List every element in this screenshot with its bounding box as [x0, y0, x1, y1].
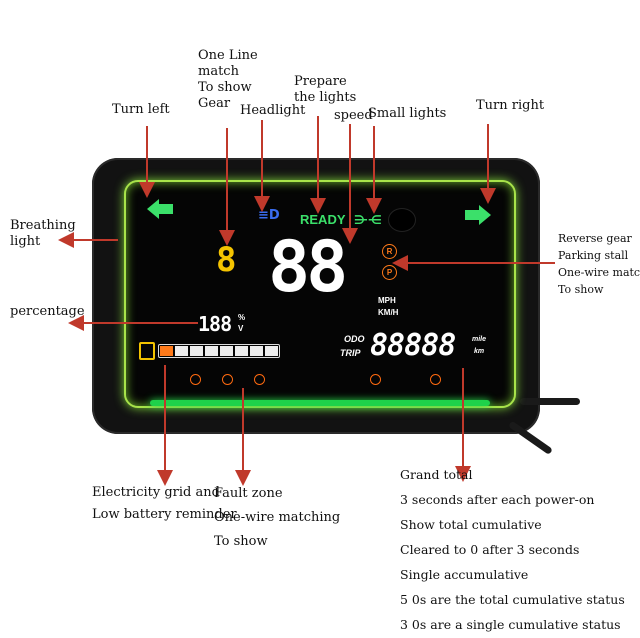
- battery-segment: [235, 346, 248, 356]
- odometer-digits: 88888: [370, 328, 456, 363]
- label-turn-right: Turn right: [476, 98, 545, 113]
- ready-indicator: READY: [300, 212, 346, 227]
- percentage-digits: 188: [198, 312, 232, 336]
- unit-km: km: [474, 348, 485, 355]
- small-lights-icon: ⋺⋲: [354, 213, 382, 227]
- lcd-screen: [124, 180, 516, 408]
- label-small-lights: Small lights: [368, 106, 447, 121]
- battery-segment: [190, 346, 203, 356]
- reverse-gear-icon: R: [382, 244, 397, 259]
- parking-icon: P: [382, 265, 397, 280]
- trip-label: TRIP: [340, 348, 361, 358]
- percent-sign: %: [238, 313, 246, 322]
- battery-segment: [160, 346, 173, 356]
- fault-icon: [254, 374, 265, 385]
- battery-segment: [175, 346, 188, 356]
- fault-icon: [190, 374, 201, 385]
- unit-mile: mile: [472, 336, 487, 343]
- label-reverse-parking: Reverse gear Parking stall One-wire matc…: [558, 232, 640, 296]
- turn-right-arrow-icon: [465, 205, 491, 225]
- headlight-icon: ≡D: [258, 208, 280, 223]
- speed-digits: 88: [268, 226, 348, 308]
- breathing-light-strip: [150, 400, 490, 406]
- unit-mph: MPH: [378, 296, 396, 305]
- label-percentage: percentage: [10, 304, 85, 319]
- battery-segment: [265, 346, 278, 356]
- label-electricity: Electricity grid and Low battery reminde…: [92, 485, 237, 522]
- cable: [520, 398, 580, 405]
- light-sensor: [388, 208, 416, 232]
- label-grand-total: Grand total 3 seconds after each power-o…: [400, 467, 625, 632]
- fault-icon: [430, 374, 441, 385]
- turn-left-arrow-icon: [147, 199, 173, 219]
- label-fault-zone: Fault zone One-wire matching To show: [214, 486, 341, 549]
- label-turn-left: Turn left: [112, 102, 170, 117]
- fault-icon: [222, 374, 233, 385]
- label-one-line-gear: One Line match To show Gear: [198, 48, 258, 111]
- battery-icon: [139, 342, 155, 360]
- battery-segment: [250, 346, 263, 356]
- label-prepare-lights: Prepare the lights: [294, 74, 357, 105]
- odo-label: ODO: [344, 334, 365, 344]
- label-breathing-light: Breathing light: [10, 218, 76, 249]
- unit-kmh: KM/H: [378, 308, 399, 317]
- gear-digit: 8: [216, 240, 237, 280]
- fault-icon: [370, 374, 381, 385]
- label-speed: speed: [334, 108, 373, 123]
- battery-level-bar: [158, 344, 280, 358]
- label-headlight: Headlight: [240, 103, 306, 118]
- battery-segment: [205, 346, 218, 356]
- volt-sign: V: [238, 324, 244, 333]
- battery-segment: [220, 346, 233, 356]
